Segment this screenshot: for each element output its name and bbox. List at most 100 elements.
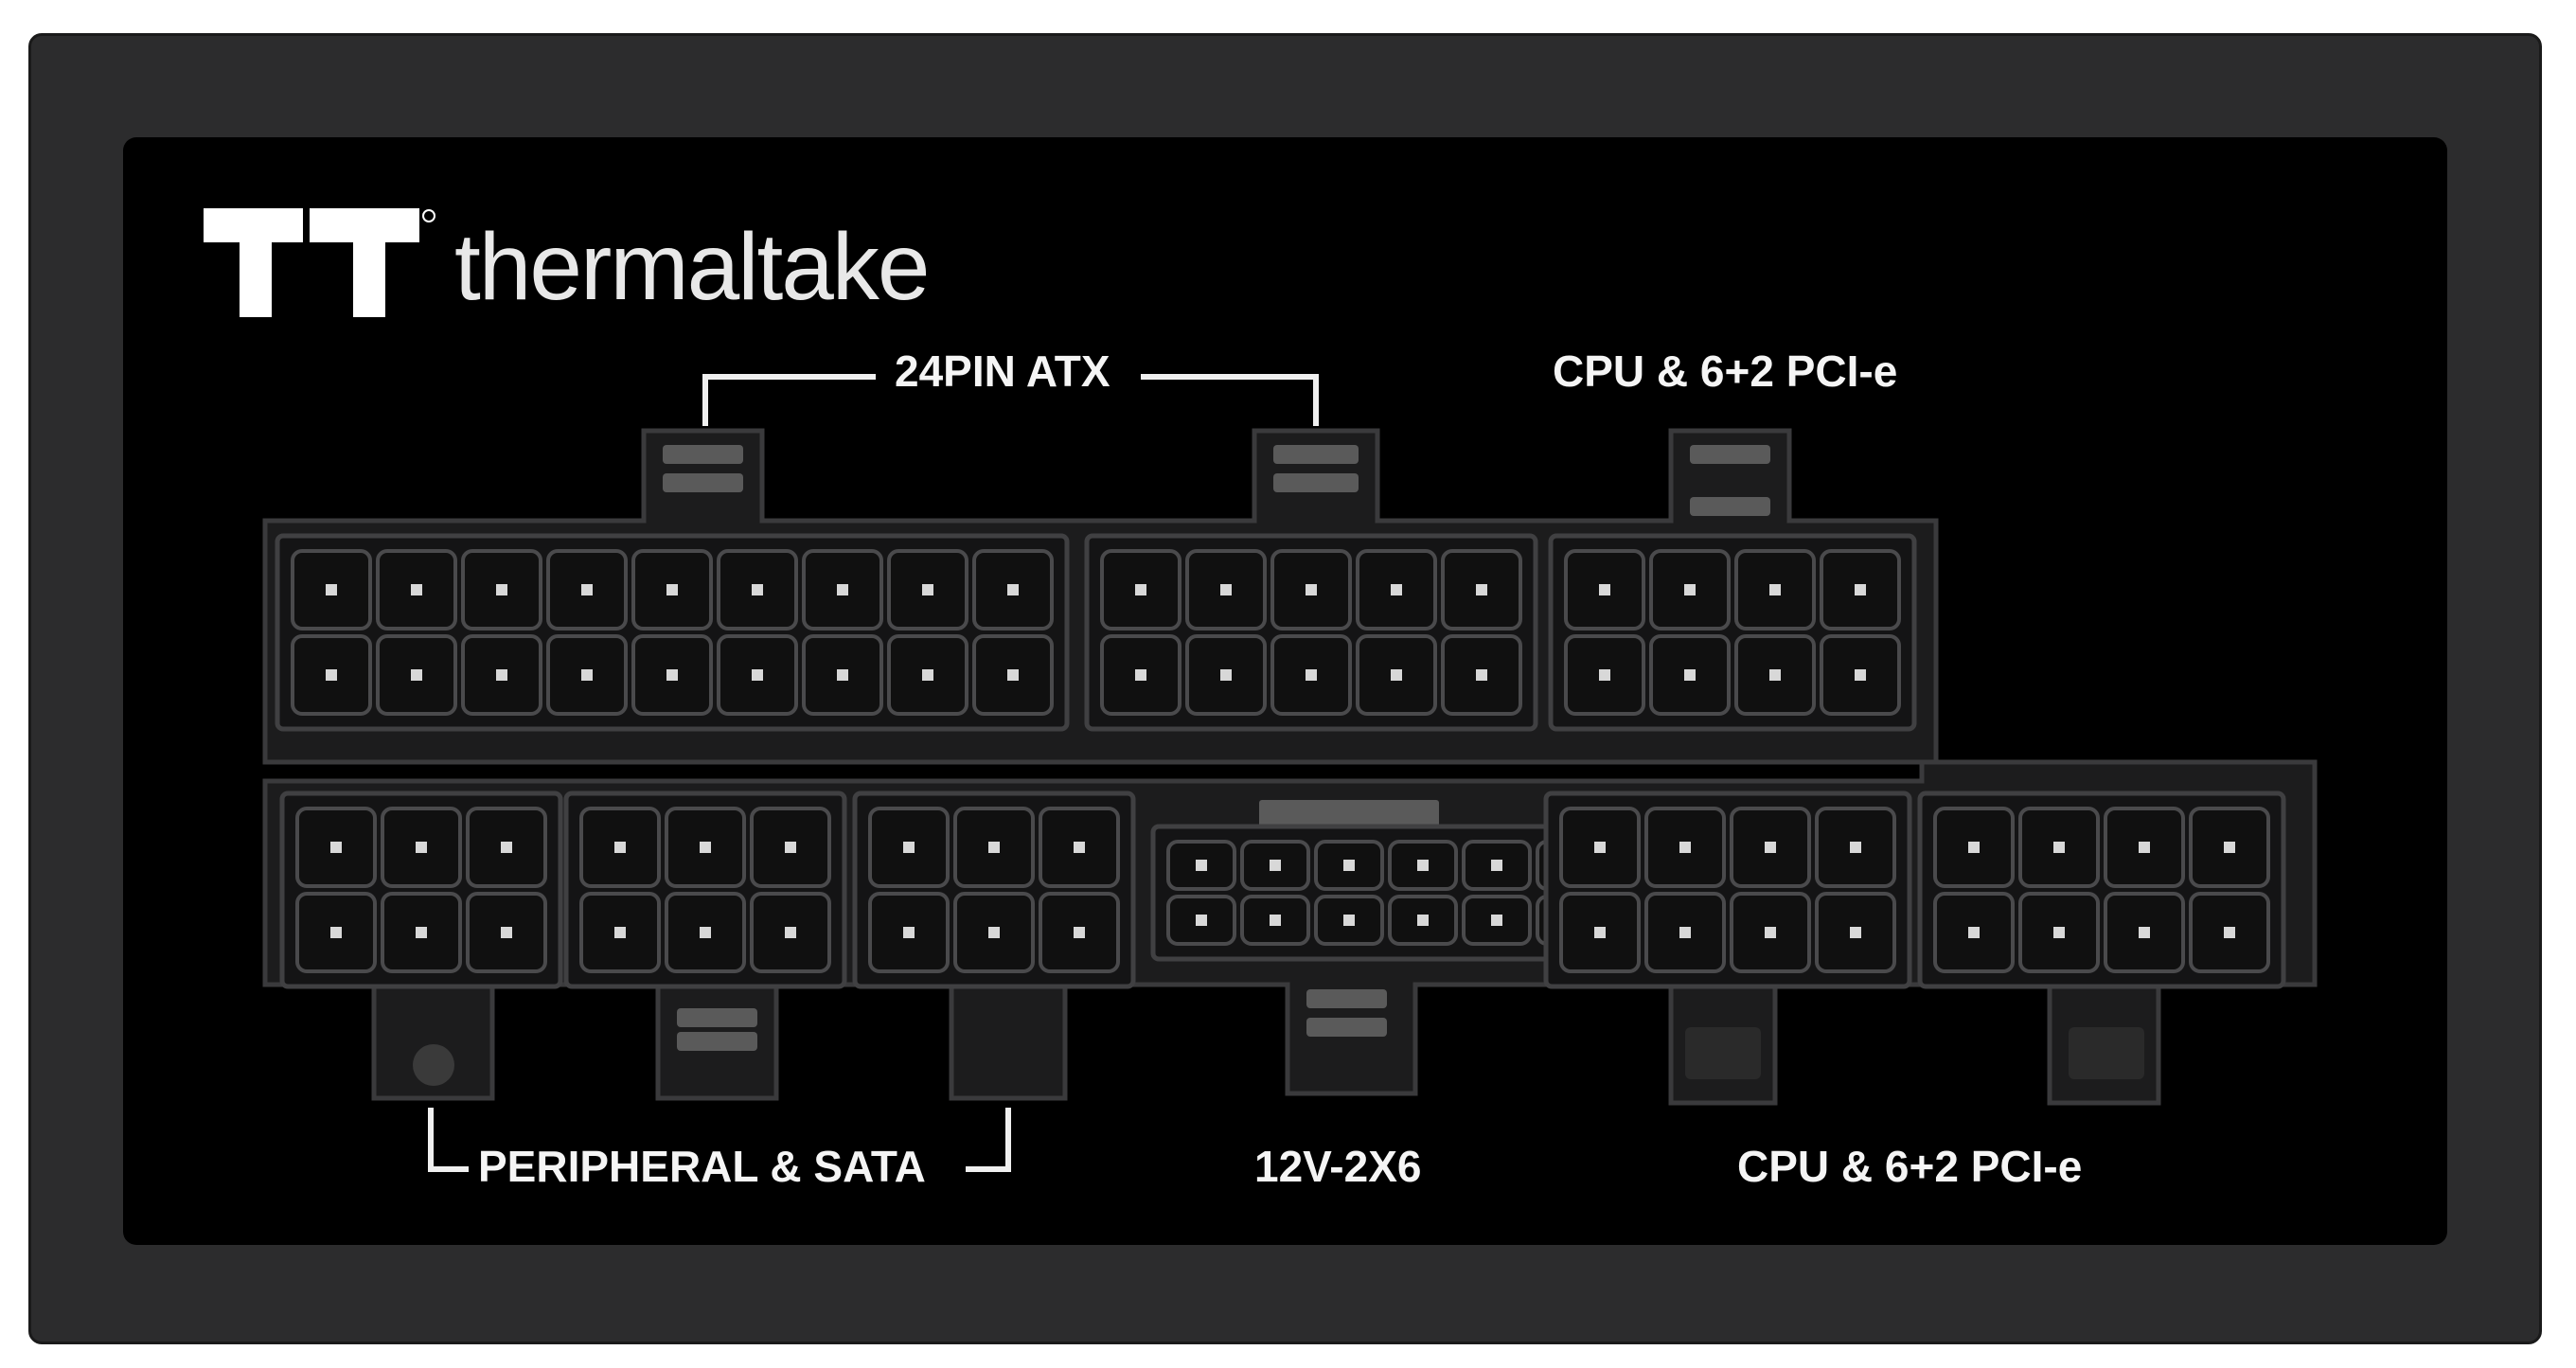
bracket-sata-left	[428, 1108, 469, 1172]
cpu-pcie-top-socket	[1548, 533, 1917, 732]
pin-contact	[411, 669, 422, 681]
peripheral-sata-socket-2	[563, 791, 847, 989]
tt-logo-icon	[204, 208, 435, 317]
pin-contact	[1769, 584, 1781, 595]
pin-contact	[1765, 927, 1776, 938]
pin-contact	[903, 842, 915, 853]
pin-contact	[326, 669, 337, 681]
pin-contact	[666, 669, 678, 681]
pin-contact	[581, 584, 593, 595]
pin-contact	[2224, 927, 2235, 938]
pin-contact	[1220, 669, 1232, 681]
pin-contact	[1007, 584, 1019, 595]
pin-contact	[785, 842, 796, 853]
pin-contact	[614, 842, 626, 853]
pin-contact	[411, 584, 422, 595]
pin-contact	[1391, 669, 1402, 681]
pin-contact	[1220, 584, 1232, 595]
pin-contact	[1850, 842, 1861, 853]
pin-contact	[1343, 860, 1355, 871]
pin-contact	[1679, 927, 1691, 938]
pin-contact	[903, 927, 915, 938]
pin-contact	[1855, 584, 1866, 595]
pin-contact	[1684, 669, 1696, 681]
pin-contact	[1306, 584, 1317, 595]
pin-contact	[1306, 669, 1317, 681]
label-cpu-pcie-top: CPU & 6+2 PCI-e	[1553, 346, 1898, 396]
pin-contact	[1476, 669, 1487, 681]
pin-contact	[330, 927, 342, 938]
pin-contact	[752, 669, 763, 681]
cpu-pcie-bottom-socket-1	[1543, 791, 1912, 989]
pin-contact	[2053, 927, 2065, 938]
pin-contact	[326, 584, 337, 595]
pin-contact	[2224, 842, 2235, 853]
label-24pin-atx: 24PIN ATX	[895, 346, 1110, 396]
pin-contact	[1007, 669, 1019, 681]
pin-contact	[1135, 584, 1146, 595]
pin-contact	[1196, 860, 1207, 871]
pin-contact	[1343, 915, 1355, 926]
pin-contact	[1769, 669, 1781, 681]
pin-contact	[1594, 927, 1606, 938]
peripheral-sata-socket-3	[852, 791, 1136, 989]
label-cpu-pcie-bottom: CPU & 6+2 PCI-e	[1737, 1142, 2083, 1191]
label-peripheral-sata: PERIPHERAL & SATA	[478, 1142, 926, 1191]
pin-contact	[1599, 669, 1610, 681]
pin-contact	[1855, 669, 1866, 681]
pin-contact	[496, 669, 507, 681]
pin-contact	[1765, 842, 1776, 853]
pin-contact	[1491, 915, 1502, 926]
bracket-sata-right	[966, 1108, 1011, 1172]
pin-contact	[922, 584, 933, 595]
pin-contact	[1684, 584, 1696, 595]
pin-contact	[1599, 584, 1610, 595]
pin-contact	[1196, 915, 1207, 926]
pin-contact	[2139, 927, 2150, 938]
pin-contact	[785, 927, 796, 938]
bracket-24pin-left	[702, 374, 876, 426]
atx24-main-socket	[275, 533, 1070, 732]
pin-contact	[988, 927, 1000, 938]
pin-contact	[1074, 842, 1085, 853]
pin-contact	[501, 842, 512, 853]
atx24-secondary-socket	[1084, 533, 1538, 732]
pin-contact	[1135, 669, 1146, 681]
pin-contact	[1968, 927, 1980, 938]
pin-contact	[581, 669, 593, 681]
pin-contact	[1391, 584, 1402, 595]
brand-name: thermaltake	[454, 214, 930, 320]
pin-contact	[1417, 860, 1429, 871]
pin-contact	[837, 669, 848, 681]
pin-contact	[666, 584, 678, 595]
peripheral-sata-socket-1	[279, 791, 563, 989]
pin-contact	[2139, 842, 2150, 853]
pin-contact	[496, 584, 507, 595]
pin-contact	[330, 842, 342, 853]
pin-contact	[1594, 842, 1606, 853]
pin-contact	[837, 584, 848, 595]
pin-contact	[1968, 842, 1980, 853]
pin-contact	[1491, 860, 1502, 871]
pin-contact	[2053, 842, 2065, 853]
pin-contact	[1850, 927, 1861, 938]
pin-contact	[416, 927, 427, 938]
cpu-pcie-bottom-socket-2	[1917, 791, 2286, 989]
pin-contact	[700, 842, 711, 853]
pin-contact	[1417, 915, 1429, 926]
pin-contact	[501, 927, 512, 938]
pin-contact	[1270, 915, 1281, 926]
pin-contact	[922, 669, 933, 681]
pin-contact	[700, 927, 711, 938]
pin-contact	[752, 584, 763, 595]
label-12v-2x6: 12V-2X6	[1254, 1142, 1422, 1191]
pin-contact	[1270, 860, 1281, 871]
pin-contact	[416, 842, 427, 853]
pin-contact	[614, 927, 626, 938]
bracket-24pin-right	[1141, 374, 1319, 426]
pin-contact	[1074, 927, 1085, 938]
pin-contact	[1679, 842, 1691, 853]
pin-contact	[988, 842, 1000, 853]
